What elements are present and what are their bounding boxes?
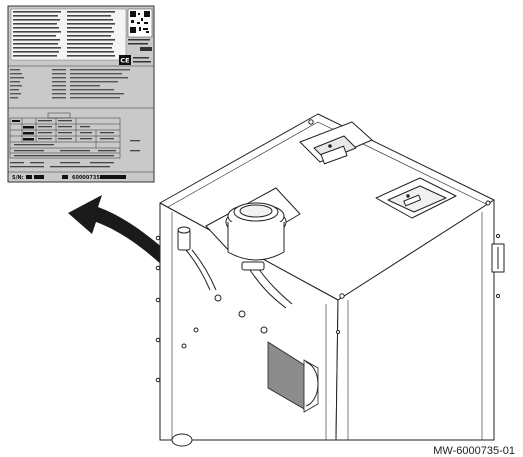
ce-mark: CE [119,55,131,65]
data-plate-location [267,341,319,413]
plate-spec-grid [9,112,121,159]
ce-mark-text: CE [120,57,129,65]
boiler-right-face [335,199,495,441]
boiler-body [155,113,505,447]
plate-qr-code [127,8,153,38]
top-connector-module [299,121,373,165]
data-plate: CE [7,5,155,183]
flue-outlet [205,187,301,261]
plate-model-table [8,65,154,109]
bottom-fitting [171,433,193,447]
figure-reference: MW-6000735-01 [433,445,515,457]
plate-language-list [10,8,127,61]
internal-pipes [177,226,293,349]
plate-serial-strip: S/N: 60000735 [8,171,154,181]
top-access-panel [375,177,457,219]
serial-label: S/N: [12,175,24,181]
side-vent [491,243,505,273]
serial-value: 60000735 [72,175,100,181]
